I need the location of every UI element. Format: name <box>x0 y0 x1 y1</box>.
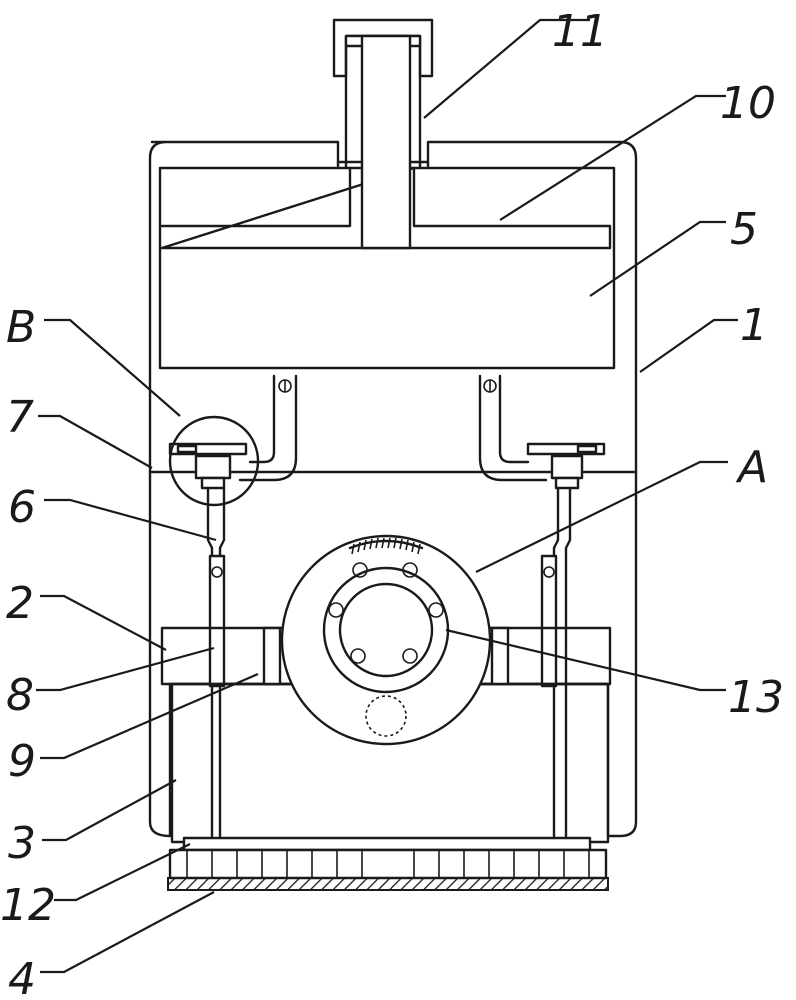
label-13: 13 <box>728 672 784 723</box>
label-11: 11 <box>552 6 608 57</box>
label-2: 2 <box>6 578 34 629</box>
label-7: 7 <box>6 392 34 443</box>
leader-lines <box>36 18 738 974</box>
comb-slots <box>186 850 590 878</box>
label-10: 10 <box>720 78 776 129</box>
label-12: 12 <box>0 880 56 931</box>
bottom-bar <box>182 836 592 852</box>
label-b: B <box>6 302 36 353</box>
label-3: 3 <box>8 818 36 869</box>
label-1: 1 <box>740 300 768 351</box>
label-6: 6 <box>8 482 36 533</box>
gear-teeth <box>348 537 424 555</box>
label-5: 5 <box>730 204 758 255</box>
piston-plate <box>160 166 612 250</box>
hatched-base <box>167 877 609 891</box>
outer-housing <box>148 140 638 838</box>
bolt-ring <box>328 562 444 664</box>
label-a: A <box>735 442 768 493</box>
label-9: 9 <box>8 736 36 787</box>
detail-circle-b <box>168 415 260 507</box>
label-4: 4 <box>8 954 36 1000</box>
label-8: 8 <box>6 670 34 721</box>
